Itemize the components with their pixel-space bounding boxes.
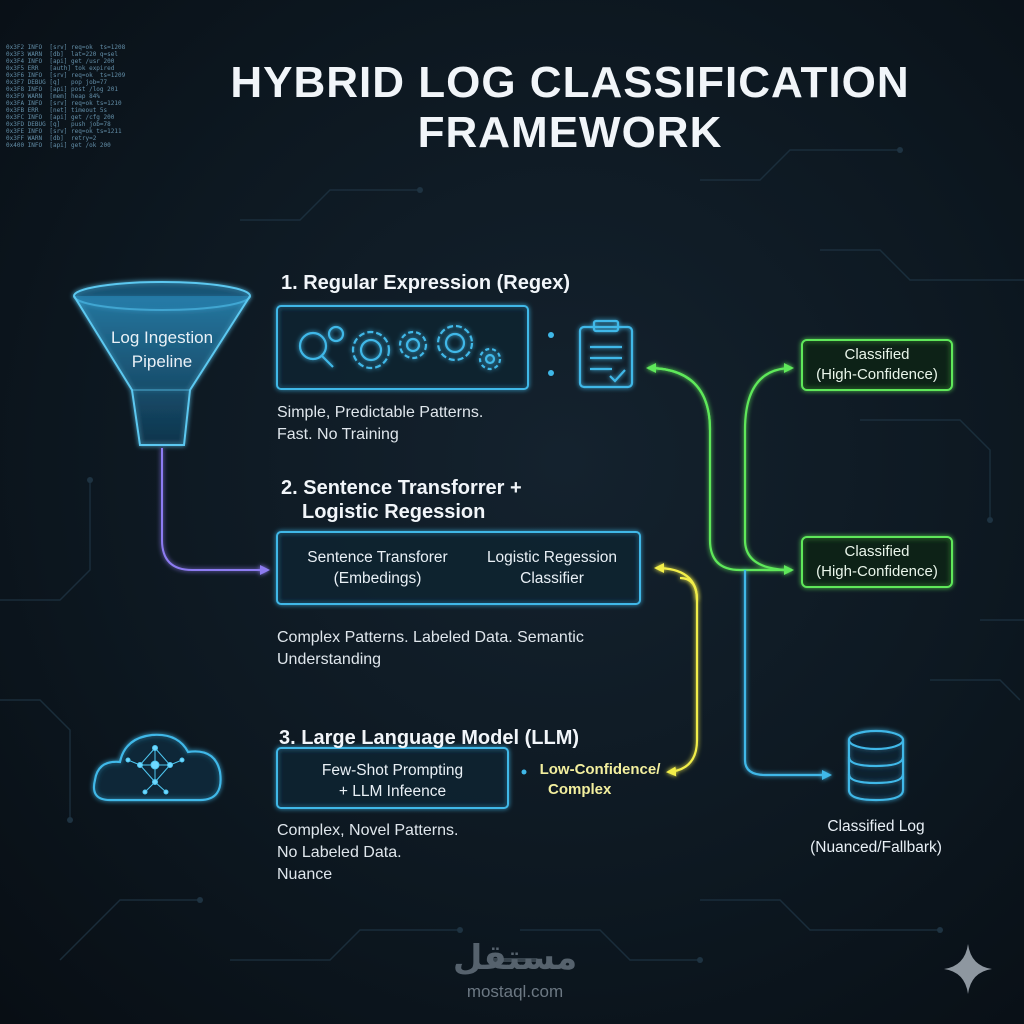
stage3-description: Complex, Novel Patterns. No Labeled Data… (277, 820, 458, 886)
sparkle-icon (944, 944, 992, 994)
classified-log-label: Classified Log (Nuanced/Fallbark) (788, 816, 964, 858)
funnel-icon (73, 281, 251, 446)
magnifier-icon (298, 331, 334, 368)
sentence-transformer-line-2: (Embedings) (333, 570, 422, 587)
classified-1-line-2: (High-Confidence) (816, 366, 938, 383)
neural-network-icon (125, 745, 185, 795)
stage3-heading: 3. Large Language Model (LLM) (279, 727, 580, 749)
llm-box-label: Few-Shot Prompting + LLM Infeence (277, 760, 508, 802)
database-icon (847, 729, 905, 802)
page-title: HYBRID LOG CLASSIFICATION FRAMEWORK (0, 58, 1024, 158)
llm-box (276, 747, 509, 809)
classified-box-2 (801, 536, 953, 588)
stage1-heading: 1. Regular Expression (Regex) (281, 272, 570, 294)
stage1-desc-line-2: Fast. No Training (277, 426, 399, 443)
regex-box (276, 305, 529, 390)
transformer-box (276, 531, 641, 605)
low-confidence-label: Low-Confidence/ Complex (530, 760, 670, 800)
llm-box-line-2: + LLM Infeence (338, 783, 447, 800)
classified-1-label: Classified (High-Confidence) (802, 345, 952, 385)
classified-log-line-2: (Nuanced/Fallbark) (810, 839, 942, 856)
classified-log-line-1: Classified Log (827, 818, 925, 835)
title-line-1: HYBRID LOG CLASSIFICATION (230, 58, 910, 107)
stage1-desc-line-1: Simple, Predictable Patterns. (277, 404, 484, 421)
watermark-arabic: مستقل (452, 938, 578, 978)
stage2-heading-line-2: Logistic Regession (302, 501, 486, 523)
stage2-desc-line-2: Understanding (277, 651, 382, 668)
stage3-desc-line-1: Complex, Novel Patterns. (277, 822, 459, 839)
classified-box-1 (801, 339, 953, 391)
low-confidence-line-1: Low-Confidence/ (539, 761, 661, 778)
sentence-transformer-line-1: Sentence Transforer (307, 549, 448, 566)
classified-2-label: Classified (High-Confidence) (802, 542, 952, 582)
llm-box-line-1: Few-Shot Prompting (321, 762, 464, 779)
title-line-2: FRAMEWORK (417, 108, 723, 157)
stage2-desc-line-1: Complex Patterns. Labeled Data. Semantic (277, 629, 584, 646)
stage2-heading-line-1: 2. Sentence Transforrer + (281, 477, 522, 499)
stage2-heading: 2. Sentence Transforrer + Logistic Reges… (281, 476, 522, 524)
gear-icon (327, 324, 502, 371)
pipeline-label: Log Ingestion Pipeline (92, 326, 232, 374)
logistic-regression-line-1: Logistic Regession (486, 549, 618, 566)
classified-2-line-2: (High-Confidence) (816, 563, 938, 580)
low-confidence-line-2: Complex (548, 781, 612, 798)
classified-2-line-1: Classified (844, 543, 910, 560)
logistic-regression-label: Logistic Regession Classifier (467, 547, 637, 589)
pipeline-label-line-2: Pipeline (131, 352, 193, 371)
clipboard-icon (578, 319, 634, 389)
stage2-description: Complex Patterns. Labeled Data. Semantic… (277, 627, 584, 671)
logistic-regression-line-2: Classifier (520, 570, 584, 587)
watermark-logo (492, 958, 538, 962)
log-code-stream: 0x3F2 INFO [srv] req=ok ts=1208 0x3F3 WA… (6, 44, 126, 149)
stage1-description: Simple, Predictable Patterns. Fast. No T… (277, 402, 483, 446)
stage3-desc-line-3: Nuance (277, 866, 333, 883)
sentence-transformer-label: Sentence Transforer (Embedings) (290, 547, 465, 589)
pipeline-label-line-1: Log Ingestion (110, 328, 214, 347)
classified-1-line-1: Classified (844, 346, 910, 363)
watermark-url: mostaql.com (466, 982, 564, 1001)
stage3-desc-line-2: No Labeled Data. (277, 844, 402, 861)
